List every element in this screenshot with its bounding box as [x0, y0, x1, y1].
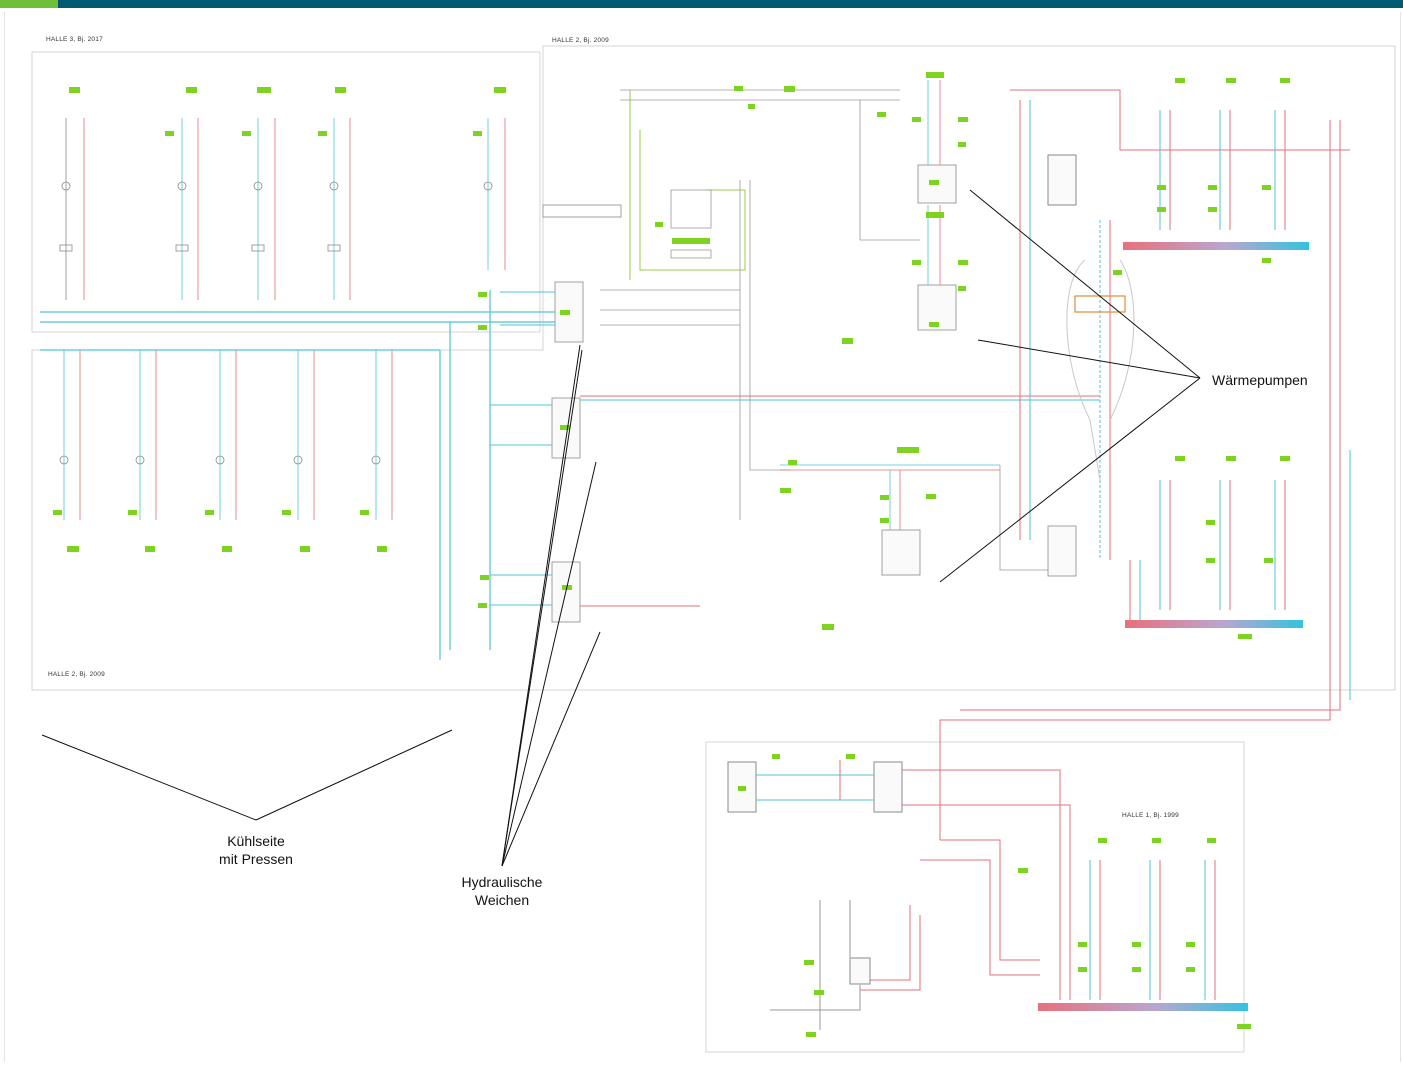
press-circuit-5 [483, 118, 506, 270]
lower-right-tags [1175, 456, 1290, 639]
press-circuit-1 [59, 118, 85, 300]
heat-bar-lower [1125, 620, 1303, 628]
heat-bar-hall1 [1038, 1003, 1248, 1011]
press-circuit-3 [251, 118, 276, 300]
brand-accent [0, 0, 58, 8]
separator-1 [554, 281, 584, 343]
schematic-sheet [4, 12, 1401, 1062]
hall1-circuits [727, 760, 1216, 1030]
heat-pump-2-tags [780, 447, 936, 630]
green-loop [629, 90, 746, 280]
hall2-top-region [31, 45, 1396, 691]
cold-headers [40, 290, 560, 660]
heat-pump-highlight [1074, 295, 1126, 313]
callout-waermepumpen: Wärmepumpen [1212, 372, 1308, 388]
warm-pipes [580, 395, 1100, 607]
heat-pump-outline [1066, 259, 1135, 481]
hall2-circuits [59, 350, 393, 520]
top-brand-bar [0, 0, 1403, 8]
hall3-circuits [59, 118, 506, 300]
press-circuit-4 [327, 118, 351, 300]
heat-pump-1 [859, 80, 957, 331]
callout-leaders [41, 189, 1201, 867]
heat-pump-2 [780, 464, 1077, 577]
press-circuit-2 [175, 118, 199, 300]
hall1-region [705, 741, 1245, 1053]
upper-right-tags [1113, 78, 1290, 275]
callout-kuehlseite: Kühlseite mit Pressen [219, 833, 293, 867]
hall2-bottom-title: HALLE 2, Bj. 2009 [48, 671, 105, 678]
hall2-top-title: HALLE 2, Bj. 2009 [552, 37, 609, 44]
hydraulic-separators [542, 204, 622, 623]
hall3-region [31, 51, 541, 333]
kuehlseite-leaders [41, 729, 453, 821]
hall3-tags [69, 87, 506, 136]
hall-borders [31, 45, 1396, 1053]
callout-hydraulische-weichen: Hydraulische Weichen [461, 874, 543, 908]
heating-dist-upper [939, 89, 1351, 840]
middle-tags [655, 86, 853, 344]
weichen-leaders [501, 344, 601, 867]
hall1-tags [738, 754, 1251, 1037]
hall2-tags [53, 510, 387, 552]
heat-bar-upper [1123, 242, 1309, 250]
separator-pipes [490, 291, 1100, 606]
waermepumpen-leaders [939, 189, 1201, 583]
heating-dist-lower [1129, 480, 1286, 620]
hall3-title: HALLE 3, Bj. 2017 [46, 36, 103, 43]
heat-pump-1-tags [877, 72, 968, 327]
hall1-title: HALLE 1, Bj. 1999 [1122, 812, 1179, 819]
middle-grey-lines [600, 89, 900, 520]
